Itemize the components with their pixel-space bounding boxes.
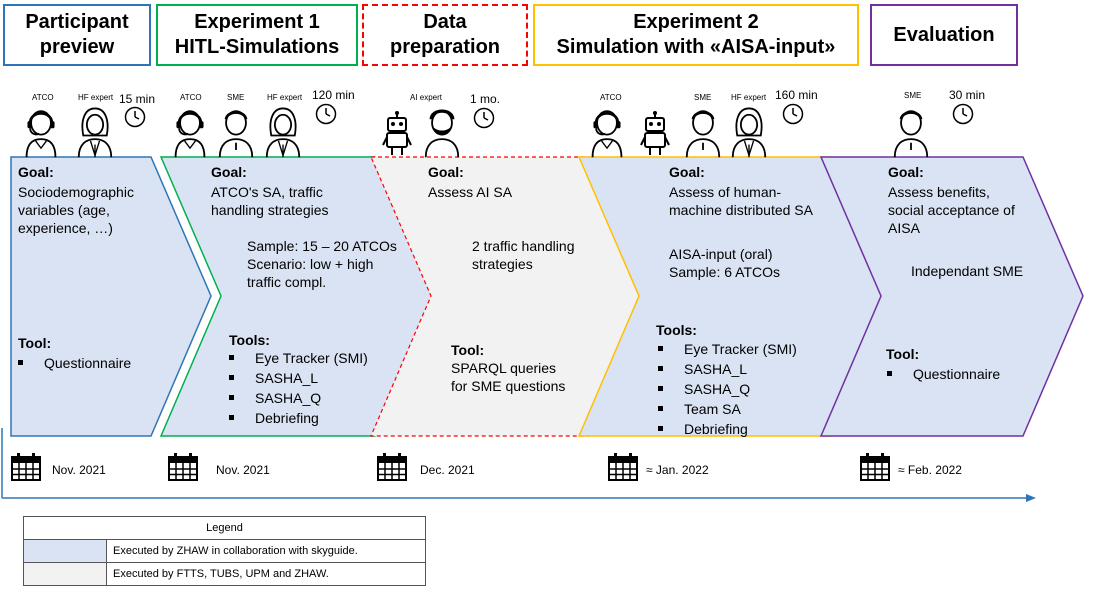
tool-label: Tool: <box>18 335 52 351</box>
hf-expert-person-icon <box>73 103 117 159</box>
legend-text: Executed by ZHAW in collaboration with s… <box>106 539 426 563</box>
atco-person-icon <box>168 103 212 159</box>
tool-text: SPARQL queries for SME questions <box>451 360 566 394</box>
experiment-details: Sample: 15 – 20 ATCOs Scenario: low + hi… <box>247 238 397 290</box>
tools-label: Tools: <box>229 332 270 348</box>
phase-participant-preview: Participant preview <box>3 4 151 66</box>
hf-expert-person-icon <box>261 103 305 159</box>
goal-text: ATCO's SA, traffic handling strategies <box>211 184 329 218</box>
goal-label: Goal: <box>211 164 247 180</box>
list-item: Questionnaire <box>883 364 1000 384</box>
list-item: Debriefing <box>654 419 797 439</box>
list-item: SASHA_Q <box>654 379 797 399</box>
list-item: Eye Tracker (SMI) <box>225 348 368 368</box>
goal-text: Assess benefits, social acceptance of AI… <box>888 184 1015 236</box>
tool-list: Eye Tracker (SMI) SASHA_L SASHA_Q Team S… <box>654 339 797 439</box>
calendar-icon <box>10 452 42 482</box>
calendar-icon <box>167 452 199 482</box>
tool-list: Questionnaire <box>883 364 1000 384</box>
duration: 30 min <box>949 88 986 102</box>
goal-text: Sociodemographic variables (age, experie… <box>18 184 134 236</box>
evaluation-details: Independant SME <box>911 263 1024 279</box>
date-label: ≈ Feb. 2022 <box>898 463 962 477</box>
ai-expert-person-icon <box>418 103 466 159</box>
role-atco: ATCO <box>32 93 54 102</box>
role-sme: SME <box>904 91 922 100</box>
clock-icon <box>952 103 974 125</box>
calendar-icon <box>859 452 891 482</box>
role-hf-expert: HF expert <box>731 93 767 102</box>
chevron-participant-preview <box>10 156 212 437</box>
tools-label: Tools: <box>656 322 697 338</box>
tool-list: Questionnaire <box>14 353 131 373</box>
phase-experiment-1: Experiment 1 HITL-Simulations <box>156 4 358 66</box>
role-atco: ATCO <box>180 93 202 102</box>
duration: 120 min <box>312 88 355 102</box>
tool-label: Tool: <box>886 346 920 362</box>
legend: Legend Executed by ZHAW in collaboration… <box>23 516 426 586</box>
tool-label: Tool: <box>451 342 485 358</box>
phase-evaluation: Evaluation <box>870 4 1018 66</box>
robot-icon <box>640 111 670 157</box>
duration: 160 min <box>775 88 818 102</box>
role-atco: ATCO <box>600 93 622 102</box>
goal-label: Goal: <box>888 164 924 180</box>
date-label: Dec. 2021 <box>420 463 475 477</box>
role-hf-expert: HF expert <box>267 93 303 102</box>
clock-icon <box>124 106 146 128</box>
date-label: Nov. 2021 <box>216 463 270 477</box>
role-hf-expert: HF expert <box>78 93 114 102</box>
sme-person-icon <box>214 103 258 159</box>
list-item: SASHA_L <box>654 359 797 379</box>
date-label: ≈ Jan. 2022 <box>646 463 709 477</box>
data-details: 2 traffic handling strategies <box>472 238 575 272</box>
tool-list: Eye Tracker (SMI) SASHA_L SASHA_Q Debrie… <box>225 348 368 428</box>
experiment-details: AISA-input (oral) Sample: 6 ATCOs <box>669 246 781 280</box>
sme-person-icon <box>681 103 725 159</box>
phase-experiment-2: Experiment 2 Simulation with «AISA-input… <box>533 4 859 66</box>
list-item: SASHA_L <box>225 368 368 388</box>
list-item: Eye Tracker (SMI) <box>654 339 797 359</box>
goal-text: Assess AI SA <box>428 184 513 200</box>
atco-person-icon <box>585 103 629 159</box>
list-item: SASHA_Q <box>225 388 368 408</box>
clock-icon <box>782 103 804 125</box>
duration: 1 mo. <box>470 92 501 106</box>
role-sme: SME <box>227 93 245 102</box>
role-ai-expert: AI expert <box>410 93 443 102</box>
duration: 15 min <box>119 92 156 106</box>
goal-label: Goal: <box>428 164 464 180</box>
calendar-icon <box>607 452 639 482</box>
goal-label: Goal: <box>669 164 705 180</box>
phase-data-preparation: Data preparation <box>362 4 528 66</box>
list-item: Questionnaire <box>14 353 131 373</box>
goal-text: Assess of human- machine distributed SA <box>669 184 813 218</box>
date-label: Nov. 2021 <box>52 463 106 477</box>
calendar-icon <box>376 452 408 482</box>
chevron-evaluation <box>819 156 1084 437</box>
clock-icon <box>473 107 495 129</box>
atco-person-icon <box>19 103 63 159</box>
legend-title: Legend <box>23 516 426 540</box>
legend-text: Executed by FTTS, TUBS, UPM and ZHAW. <box>106 562 426 586</box>
clock-icon <box>315 103 337 125</box>
role-sme: SME <box>694 93 712 102</box>
legend-swatch-grey <box>23 562 107 586</box>
goal-label: Goal: <box>18 164 54 180</box>
list-item: Debriefing <box>225 408 368 428</box>
robot-icon <box>382 111 412 157</box>
timeline-arrowhead <box>1026 494 1036 502</box>
sme-person-icon <box>889 103 933 159</box>
list-item: Team SA <box>654 399 797 419</box>
legend-swatch-blue <box>23 539 107 563</box>
hf-expert-person-icon <box>727 103 771 159</box>
